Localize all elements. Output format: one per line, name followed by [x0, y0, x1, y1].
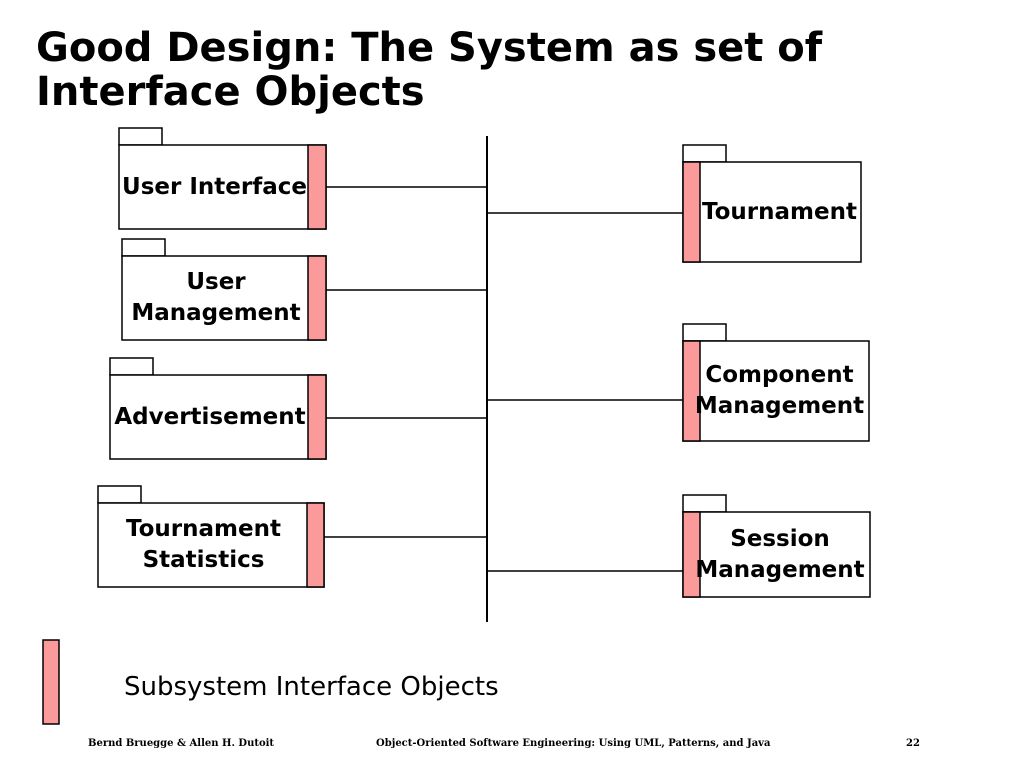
interface-object-bar — [307, 374, 327, 460]
package-body — [97, 502, 325, 588]
legend-interface-bar — [42, 639, 60, 725]
package-tournament-statistics — [97, 485, 487, 588]
package-label-advertisement: Advertisement — [114, 403, 306, 430]
footer-book-title: Object-Oriented Software Engineering: Us… — [376, 738, 771, 749]
package-user-interface — [118, 127, 487, 230]
package-advertisement — [109, 357, 487, 460]
package-body — [121, 255, 327, 341]
package-tab — [682, 144, 727, 163]
interface-object-bar — [307, 144, 327, 230]
package-tab — [121, 238, 166, 257]
package-component-management — [487, 323, 870, 442]
package-session-management — [487, 494, 871, 598]
package-tab — [109, 357, 154, 376]
package-label-user-interface: User Interface — [122, 173, 307, 200]
interface-object-bar — [306, 502, 325, 588]
package-body — [682, 511, 871, 598]
package-tab — [97, 485, 142, 504]
interface-object-bar — [682, 161, 701, 263]
interface-object-bar — [307, 255, 327, 341]
package-tournament — [487, 144, 862, 263]
package-body — [109, 374, 327, 460]
package-user-management — [121, 238, 487, 341]
package-body — [682, 161, 862, 263]
package-tab — [118, 127, 163, 146]
footer-authors: Bernd Bruegge & Allen H. Dutoit — [88, 738, 275, 749]
interface-object-bar — [682, 340, 701, 442]
legend-label: Subsystem Interface Objects — [124, 672, 499, 702]
package-label-tournament: Tournament — [702, 198, 857, 225]
slide-title: Good Design: The System as set of Interf… — [36, 25, 823, 115]
package-body — [682, 340, 870, 442]
interface-object-bar — [682, 511, 701, 598]
footer-page-number: 22 — [906, 738, 920, 749]
package-tab — [682, 323, 727, 342]
package-tab — [682, 494, 727, 513]
